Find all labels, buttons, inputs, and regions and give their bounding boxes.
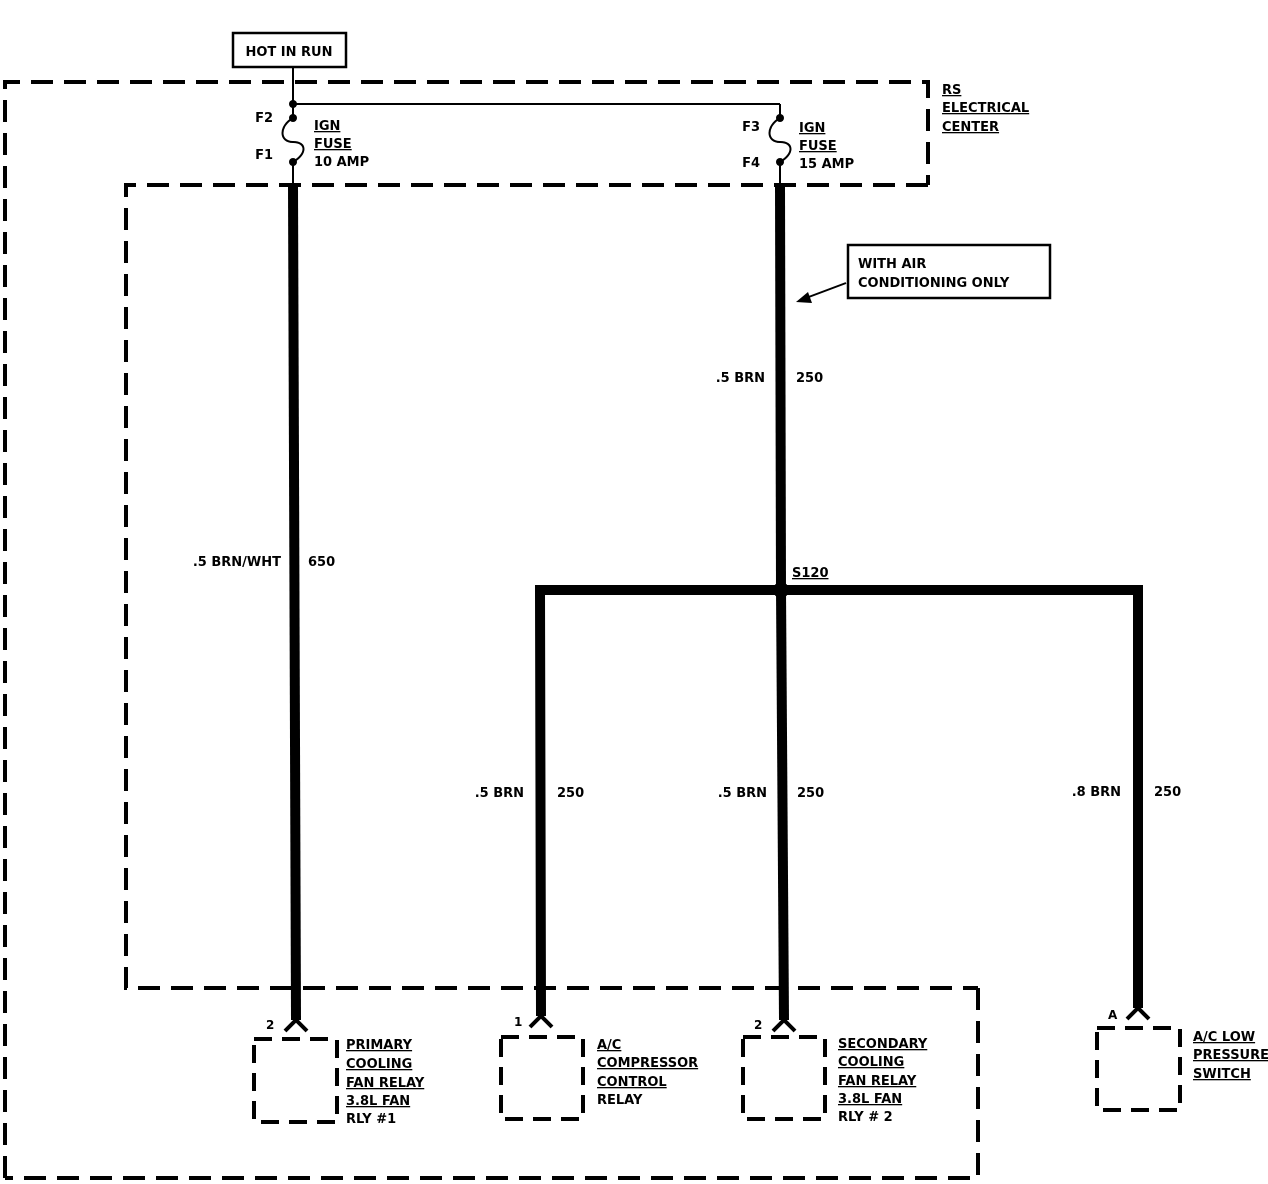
secondary-relay-line-5: RLY # 2 <box>838 1110 893 1125</box>
fuse-left-element <box>281 117 305 163</box>
connector-primary-relay-icon <box>283 1017 309 1033</box>
fuse-left-line-1: IGN <box>314 119 340 134</box>
wire-branch-left-gauge: .5 BRN <box>475 786 524 801</box>
fuse-right-element <box>768 117 792 163</box>
fuse-left: F2 F1 IGN FUSE 10 AMP <box>255 100 369 186</box>
fuse-left-terminal-bottom-label: F1 <box>255 148 273 163</box>
secondary-relay-line-3: FAN RELAY <box>838 1074 917 1089</box>
wire-left-main-circuit: 650 <box>308 555 335 570</box>
wire-right-main-circuit: 250 <box>796 371 823 386</box>
splice-s120-label: S120 <box>792 566 829 581</box>
wire-right-main <box>775 185 786 591</box>
ac-only-note-arrow-head <box>796 292 812 303</box>
wire-branch-right-gauge: .8 BRN <box>1072 785 1121 800</box>
connector-ac-low-pressure-pin: A <box>1108 1008 1118 1022</box>
ac-compressor-line-4: RELAY <box>597 1093 643 1108</box>
primary-relay-line-1: PRIMARY <box>346 1038 413 1053</box>
fuse-right-terminal-top-label: F3 <box>742 120 760 135</box>
inner-dashed-boundary <box>124 183 978 990</box>
connector-primary-relay-pin: 2 <box>266 1018 274 1032</box>
connector-secondary-relay-pin: 2 <box>754 1018 762 1032</box>
splice-s120-node <box>773 582 789 598</box>
outer-dashed-boundary <box>3 80 980 1180</box>
primary-relay-line-5: RLY #1 <box>346 1112 396 1127</box>
fuse-right-line-2: FUSE <box>799 139 837 154</box>
ac-low-pressure-line-1: A/C LOW <box>1193 1030 1255 1045</box>
electrical-center-line-3: CENTER <box>942 120 999 135</box>
wire-branch-left-circuit: 250 <box>557 786 584 801</box>
secondary-relay-line-4: 3.8L FAN <box>838 1092 902 1107</box>
secondary-relay-line-2: COOLING <box>838 1055 904 1070</box>
wire-branch-mid <box>776 589 789 1021</box>
secondary-relay-box <box>741 1035 827 1121</box>
fuse-right-line-1: IGN <box>799 121 825 136</box>
ac-compressor-line-2: COMPRESSOR <box>597 1056 698 1071</box>
electrical-center-label: RS ELECTRICAL CENTER <box>942 83 1029 135</box>
secondary-relay-line-1: SECONDARY <box>838 1037 928 1052</box>
electrical-center-line-2: ELECTRICAL <box>942 101 1029 116</box>
wire-left-main <box>288 185 301 1021</box>
component-ac-low-pressure-switch: A A/C LOW PRESSURE SWITCH <box>1095 1005 1268 1112</box>
electrical-center-line-1: RS <box>942 83 961 98</box>
ac-low-pressure-line-2: PRESSURE <box>1193 1048 1268 1063</box>
connector-ac-compressor-icon <box>528 1013 554 1029</box>
fuse-left-terminal-top-label: F2 <box>255 111 273 126</box>
wire-right-main-gauge: .5 BRN <box>716 371 765 386</box>
fuse-right: F3 F4 IGN FUSE 15 AMP <box>742 104 854 186</box>
wire-left-main-gauge: .5 BRN/WHT <box>193 555 281 570</box>
fuse-left-line-3: 10 AMP <box>314 155 369 170</box>
ac-only-note-arrow-line <box>805 282 847 299</box>
connector-ac-compressor-pin: 1 <box>514 1015 522 1029</box>
primary-relay-line-2: COOLING <box>346 1057 412 1072</box>
fuse-right-terminal-bottom-label: F4 <box>742 156 760 171</box>
wire-horizontal-bus <box>534 585 1143 1017</box>
wire-branch-mid-gauge: .5 BRN <box>718 786 767 801</box>
ac-low-pressure-switch-box <box>1095 1026 1182 1112</box>
fuse-left-line-2: FUSE <box>314 137 352 152</box>
component-secondary-cooling-fan-relay: 2 SECONDARY COOLING FAN RELAY 3.8L FAN R… <box>741 1017 928 1125</box>
ac-compressor-line-3: CONTROL <box>597 1075 667 1090</box>
ac-only-note-box <box>846 243 1052 300</box>
primary-relay-box <box>252 1037 339 1124</box>
ac-only-note-line-2: CONDITIONING ONLY <box>858 276 1010 291</box>
component-ac-compressor-control-relay: 1 A/C COMPRESSOR CONTROL RELAY <box>499 1013 698 1121</box>
ac-compressor-line-1: A/C <box>597 1038 621 1053</box>
ac-compressor-relay-box <box>499 1035 585 1121</box>
connector-secondary-relay-icon <box>771 1017 797 1033</box>
wire-branch-mid-circuit: 250 <box>797 786 824 801</box>
primary-relay-line-4: 3.8L FAN <box>346 1094 410 1109</box>
ac-only-note-line-1: WITH AIR <box>858 257 926 272</box>
primary-relay-line-3: FAN RELAY <box>346 1076 425 1091</box>
ac-low-pressure-line-3: SWITCH <box>1193 1067 1251 1082</box>
component-primary-cooling-fan-relay: 2 PRIMARY COOLING FAN RELAY 3.8L FAN RLY… <box>252 1017 425 1127</box>
wire-branch-right-circuit: 250 <box>1154 785 1181 800</box>
fuse-right-line-3: 15 AMP <box>799 157 854 172</box>
hot-in-run-box <box>231 31 348 69</box>
hot-in-run-label: HOT IN RUN <box>245 45 332 60</box>
connector-ac-low-pressure-icon <box>1125 1005 1151 1021</box>
